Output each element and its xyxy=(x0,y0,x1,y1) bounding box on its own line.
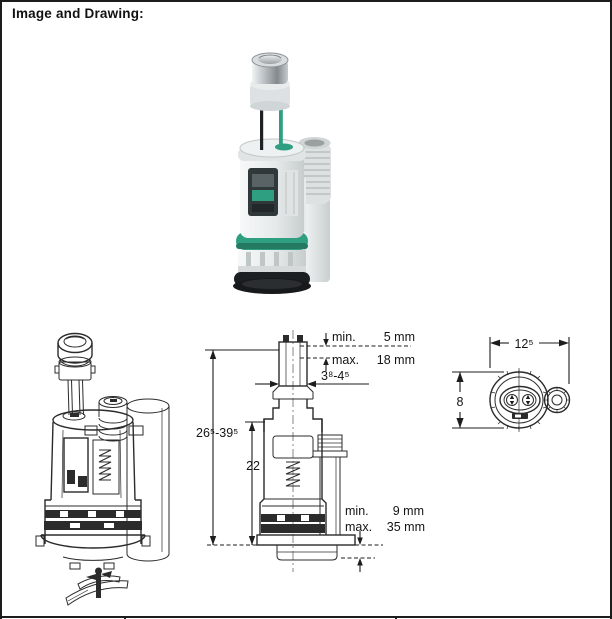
table-border xyxy=(2,616,610,618)
side-view-drawing xyxy=(35,332,170,606)
dim-panel-max-label: max. xyxy=(345,520,372,534)
base-seal xyxy=(233,272,311,294)
table-column-divider xyxy=(124,616,126,619)
button-outline xyxy=(57,332,93,367)
body-outline xyxy=(35,409,151,570)
green-rod xyxy=(279,104,283,150)
dim-panel-min-label: min. xyxy=(345,504,369,518)
body-height-dimension xyxy=(245,421,265,545)
overflow-tube xyxy=(288,137,331,282)
valve-outline xyxy=(256,335,356,561)
front-view-drawing: min. 5 mm max. 18 mm 3⁸-4⁵ 26⁵-39⁵ 22 mi… xyxy=(196,330,425,572)
valve-body xyxy=(236,138,308,280)
overall-height-dimension xyxy=(205,349,279,545)
page-title: Image and Drawing: xyxy=(12,6,144,21)
dim-overall-height-range: 26⁵-39⁵ xyxy=(196,426,238,440)
dim-top-view-width: 12⁵ xyxy=(514,337,533,351)
flush-valve-photo xyxy=(233,52,331,294)
black-rod xyxy=(260,104,264,150)
panel-thickness-arrows xyxy=(357,531,363,572)
overflow-top-view-outline xyxy=(543,386,571,414)
dim-protrusion-min-label: min. xyxy=(332,330,356,344)
top-view-drawing: 12⁵ 8 xyxy=(452,337,571,432)
dim-top-view-height: 8 xyxy=(457,395,464,409)
inlet-cap-outline xyxy=(84,396,144,442)
table-column-divider xyxy=(395,616,397,619)
fastening-clip-outline xyxy=(65,567,129,606)
dim-protrusion-max-label: max. xyxy=(332,353,359,367)
dim-protrusion-max-value: 18 mm xyxy=(377,353,415,367)
top-view-width-dimension xyxy=(489,337,570,384)
valve-top-view-outline xyxy=(489,368,549,432)
dim-panel-min-value: 9 mm xyxy=(393,504,424,518)
dim-body-height: 22 xyxy=(246,459,260,473)
dim-protrusion-min-value: 5 mm xyxy=(384,330,415,344)
chrome-button xyxy=(251,52,289,84)
rod-width-dimension xyxy=(255,380,369,388)
collar-outline xyxy=(54,356,96,381)
rods-outline xyxy=(67,379,84,416)
dim-rod-length-range: 3⁸-4⁵ xyxy=(321,369,350,383)
protrusion-arrows xyxy=(323,333,329,371)
top-view-height-dimension xyxy=(452,371,504,429)
dim-panel-max-value: 35 mm xyxy=(387,520,425,534)
